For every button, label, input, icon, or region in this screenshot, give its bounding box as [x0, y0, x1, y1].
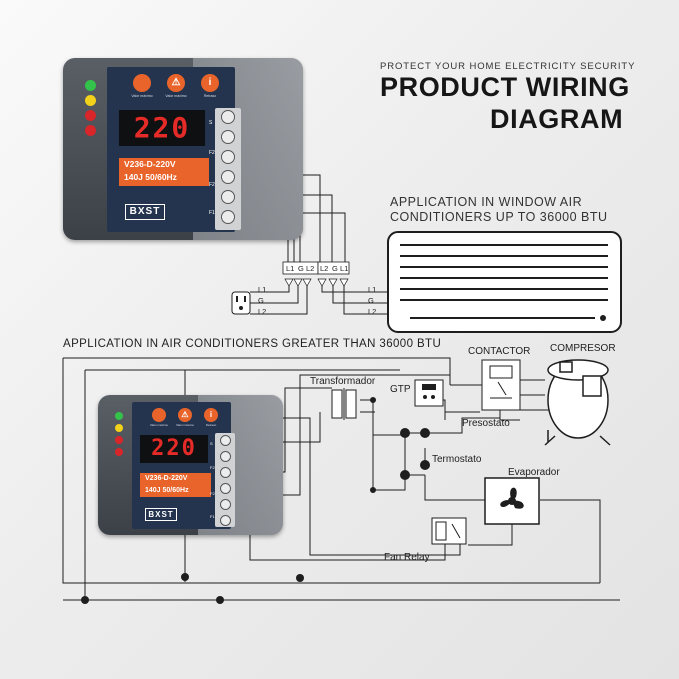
fan-relay-symbol	[431, 517, 467, 545]
terminal-screw	[221, 110, 235, 124]
terminal-pin-label: S	[209, 120, 213, 126]
device-panel	[132, 402, 231, 529]
green-led	[115, 412, 123, 420]
model-text: V236-D-220V	[145, 475, 188, 482]
plug-icon	[231, 291, 251, 315]
terminal-screw	[220, 467, 231, 478]
terminal-screw	[221, 210, 235, 224]
evaporador-label: Evaporador	[508, 467, 560, 478]
window-ac-unit	[387, 231, 622, 333]
terminal-strip	[215, 108, 241, 230]
max-value-button[interactable]	[152, 408, 166, 422]
info-icon[interactable]: i	[204, 408, 218, 422]
red-led	[115, 436, 123, 444]
model-text: V236-D-220V	[124, 159, 176, 169]
gtp-symbol	[414, 379, 444, 407]
terminal-label: L2	[306, 264, 315, 273]
button-caption: Retraso	[205, 423, 217, 427]
terminal-screw	[221, 130, 235, 144]
terminal-pin-label: F1	[209, 210, 215, 216]
green-led	[85, 80, 96, 91]
red-led	[85, 110, 96, 121]
button-caption: Valor máximo	[149, 423, 169, 427]
terminal-screw	[221, 190, 235, 204]
terminal-screw	[220, 435, 231, 446]
max-value-button[interactable]	[133, 74, 151, 92]
ac-label: L2	[368, 307, 377, 316]
voltage-display: 220	[140, 435, 208, 463]
red-led	[85, 125, 96, 136]
terminal-screw	[221, 170, 235, 184]
brand-logo: BXST	[125, 204, 165, 220]
terminal-screw	[221, 150, 235, 164]
button-caption: Retraso	[203, 94, 217, 98]
fan-relay-label: Fan Relay	[384, 552, 430, 563]
button-caption: Valor máximo	[131, 94, 153, 98]
gtp-label: GTP	[390, 384, 411, 395]
warning-icon[interactable]: ⚠	[178, 408, 192, 422]
compresor-label: COMPRESOR	[550, 343, 616, 354]
warning-icon[interactable]: ⚠	[167, 74, 185, 92]
terminal-screw	[220, 483, 231, 494]
plug-label: L2	[258, 307, 267, 316]
ac-label: L1	[368, 285, 377, 294]
page-title-line2: DIAGRAM	[490, 104, 624, 134]
terminal-pin-label: F2	[209, 182, 215, 188]
transformer-symbol	[331, 388, 357, 420]
brand-logo: BXST	[145, 508, 177, 521]
terminal-strip	[215, 433, 235, 527]
window-ac-caption-line2: CONDITIONERS UP TO 36000 BTU	[390, 210, 608, 224]
yellow-led	[85, 95, 96, 106]
terminal-label: L2	[320, 264, 329, 273]
contactor-symbol	[481, 359, 521, 411]
info-icon[interactable]: i	[201, 74, 219, 92]
button-caption: Valor máximo	[175, 423, 195, 427]
red-led	[115, 448, 123, 456]
model-plate: V236-D-220V 140J 50/60Hz	[119, 158, 209, 186]
window-ac-caption: APPLICATION IN WINDOW AIR CONDITIONERS U…	[390, 195, 608, 225]
terminal-label: L1	[340, 264, 349, 273]
ac-label: G	[368, 296, 374, 305]
window-ac-terminal-block	[282, 261, 350, 287]
voltage-protector-bottom: ⚠ i Valor máximo Valor máximo Retraso 22…	[98, 395, 283, 535]
terminal-label: L1	[286, 264, 295, 273]
page-title-line1: PRODUCT WIRING	[380, 72, 630, 102]
plug-label: G	[258, 296, 264, 305]
terminal-pin-label: F2	[209, 150, 215, 156]
voltage-display: 220	[119, 110, 205, 146]
model-plate: V236-D-220V 140J 50/60Hz	[140, 473, 211, 497]
window-ac-caption-line1: APPLICATION IN WINDOW AIR	[390, 195, 583, 209]
transformador-label: Transformador	[310, 376, 376, 387]
terminal-pin-label: F2	[210, 465, 215, 470]
contactor-label: CONTACTOR	[468, 346, 531, 357]
rating-text: 140J 50/60Hz	[124, 172, 177, 182]
terminal-screw	[220, 451, 231, 462]
terminal-pin-label: F1	[210, 514, 215, 519]
termostato-label: Termostato	[432, 454, 482, 465]
terminal-label: G	[298, 264, 304, 273]
compressor-icon	[544, 359, 611, 446]
terminal-pin-label: S	[210, 441, 213, 446]
terminal-screw	[220, 515, 231, 526]
terminal-label: G	[332, 264, 338, 273]
large-ac-caption: APPLICATION IN AIR CONDITIONERS GREATER …	[63, 338, 442, 350]
button-caption: Valor máximo	[165, 94, 187, 98]
fan-icon	[484, 477, 540, 525]
tagline: PROTECT YOUR HOME ELECTRICITY SECURITY	[380, 61, 636, 72]
plug-label: L1	[258, 285, 267, 294]
terminal-screw	[220, 499, 231, 510]
rating-text: 140J 50/60Hz	[145, 487, 189, 494]
yellow-led	[115, 424, 123, 432]
voltage-protector-top: ⚠ i Valor máximo Valor máximo Retraso 22…	[63, 58, 303, 240]
presostato-label: Presostato	[462, 418, 510, 429]
terminal-pin-label: F2	[210, 491, 215, 496]
